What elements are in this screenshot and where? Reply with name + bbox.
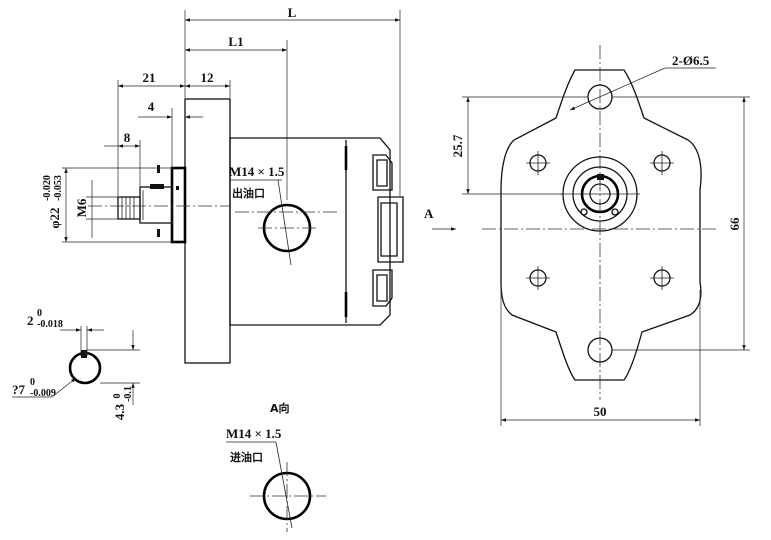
rear-cover-boss-bottom bbox=[372, 269, 393, 307]
side-view: L L1 21 12 4 8 M6 φ22 -0.020 -0.053 bbox=[42, 5, 404, 364]
dim-L: L bbox=[288, 5, 297, 20]
dim-12: 12 bbox=[201, 70, 214, 85]
view-a: A向 M14 × 1.5 进油口 bbox=[226, 401, 326, 532]
front-view: 2-Ø6.5 25.7 66 50 bbox=[450, 45, 750, 426]
dim-holes: 2-Ø6.5 bbox=[672, 53, 710, 68]
rear-cover-boss-mid bbox=[377, 196, 404, 263]
key-depth: 4.3 bbox=[112, 403, 127, 420]
key-depth-tol-upper: 0 bbox=[112, 394, 123, 399]
pilot-ring bbox=[170, 166, 187, 244]
view-a-arrow-label: A bbox=[424, 206, 434, 221]
key-depth-tol-lower: -0.1 bbox=[123, 386, 134, 402]
dim-8: 8 bbox=[124, 130, 131, 145]
key-width-tol-lower: -0.018 bbox=[37, 319, 63, 330]
outlet-port-label: 出油口 bbox=[232, 186, 265, 200]
dim-21: 21 bbox=[143, 70, 156, 85]
dim-L1: L1 bbox=[228, 34, 243, 49]
key-shaft-tol-lower: -0.009 bbox=[30, 388, 56, 399]
inlet-thread-label: M14 × 1.5 bbox=[226, 426, 282, 441]
shaft-thread bbox=[117, 196, 141, 220]
view-a-arrow: A bbox=[424, 206, 456, 231]
key-width: 2 bbox=[27, 313, 34, 328]
flange bbox=[184, 98, 231, 364]
inlet-port-label: 进油口 bbox=[230, 450, 263, 464]
dim-phi22-tol-lower: -0.053 bbox=[53, 175, 64, 201]
front-flange-outline bbox=[500, 69, 702, 381]
dim-phi22-tol-upper: -0.020 bbox=[42, 175, 53, 201]
outlet-thread-label: M14 × 1.5 bbox=[229, 164, 285, 179]
key-section: 2 0 -0.018 4.3 0 -0.1 ?7 0 -0.009 bbox=[12, 308, 140, 420]
dim-phi22: φ22 bbox=[47, 207, 62, 228]
shaft-body bbox=[139, 186, 173, 224]
dim-66: 66 bbox=[727, 217, 742, 231]
pump-body bbox=[229, 137, 391, 326]
dim-M6: M6 bbox=[74, 198, 89, 217]
key-shaft-tol-upper: 0 bbox=[30, 377, 35, 388]
key-width-tol-upper: 0 bbox=[37, 308, 42, 319]
dim-25-7: 25.7 bbox=[450, 134, 465, 157]
key-shaft-dia: ?7 bbox=[12, 382, 26, 397]
shaft-key bbox=[150, 184, 164, 189]
rear-cover-boss-top bbox=[372, 154, 393, 191]
dim-4: 4 bbox=[148, 99, 155, 114]
dim-50: 50 bbox=[594, 404, 607, 419]
view-a-title: A向 bbox=[270, 401, 290, 415]
